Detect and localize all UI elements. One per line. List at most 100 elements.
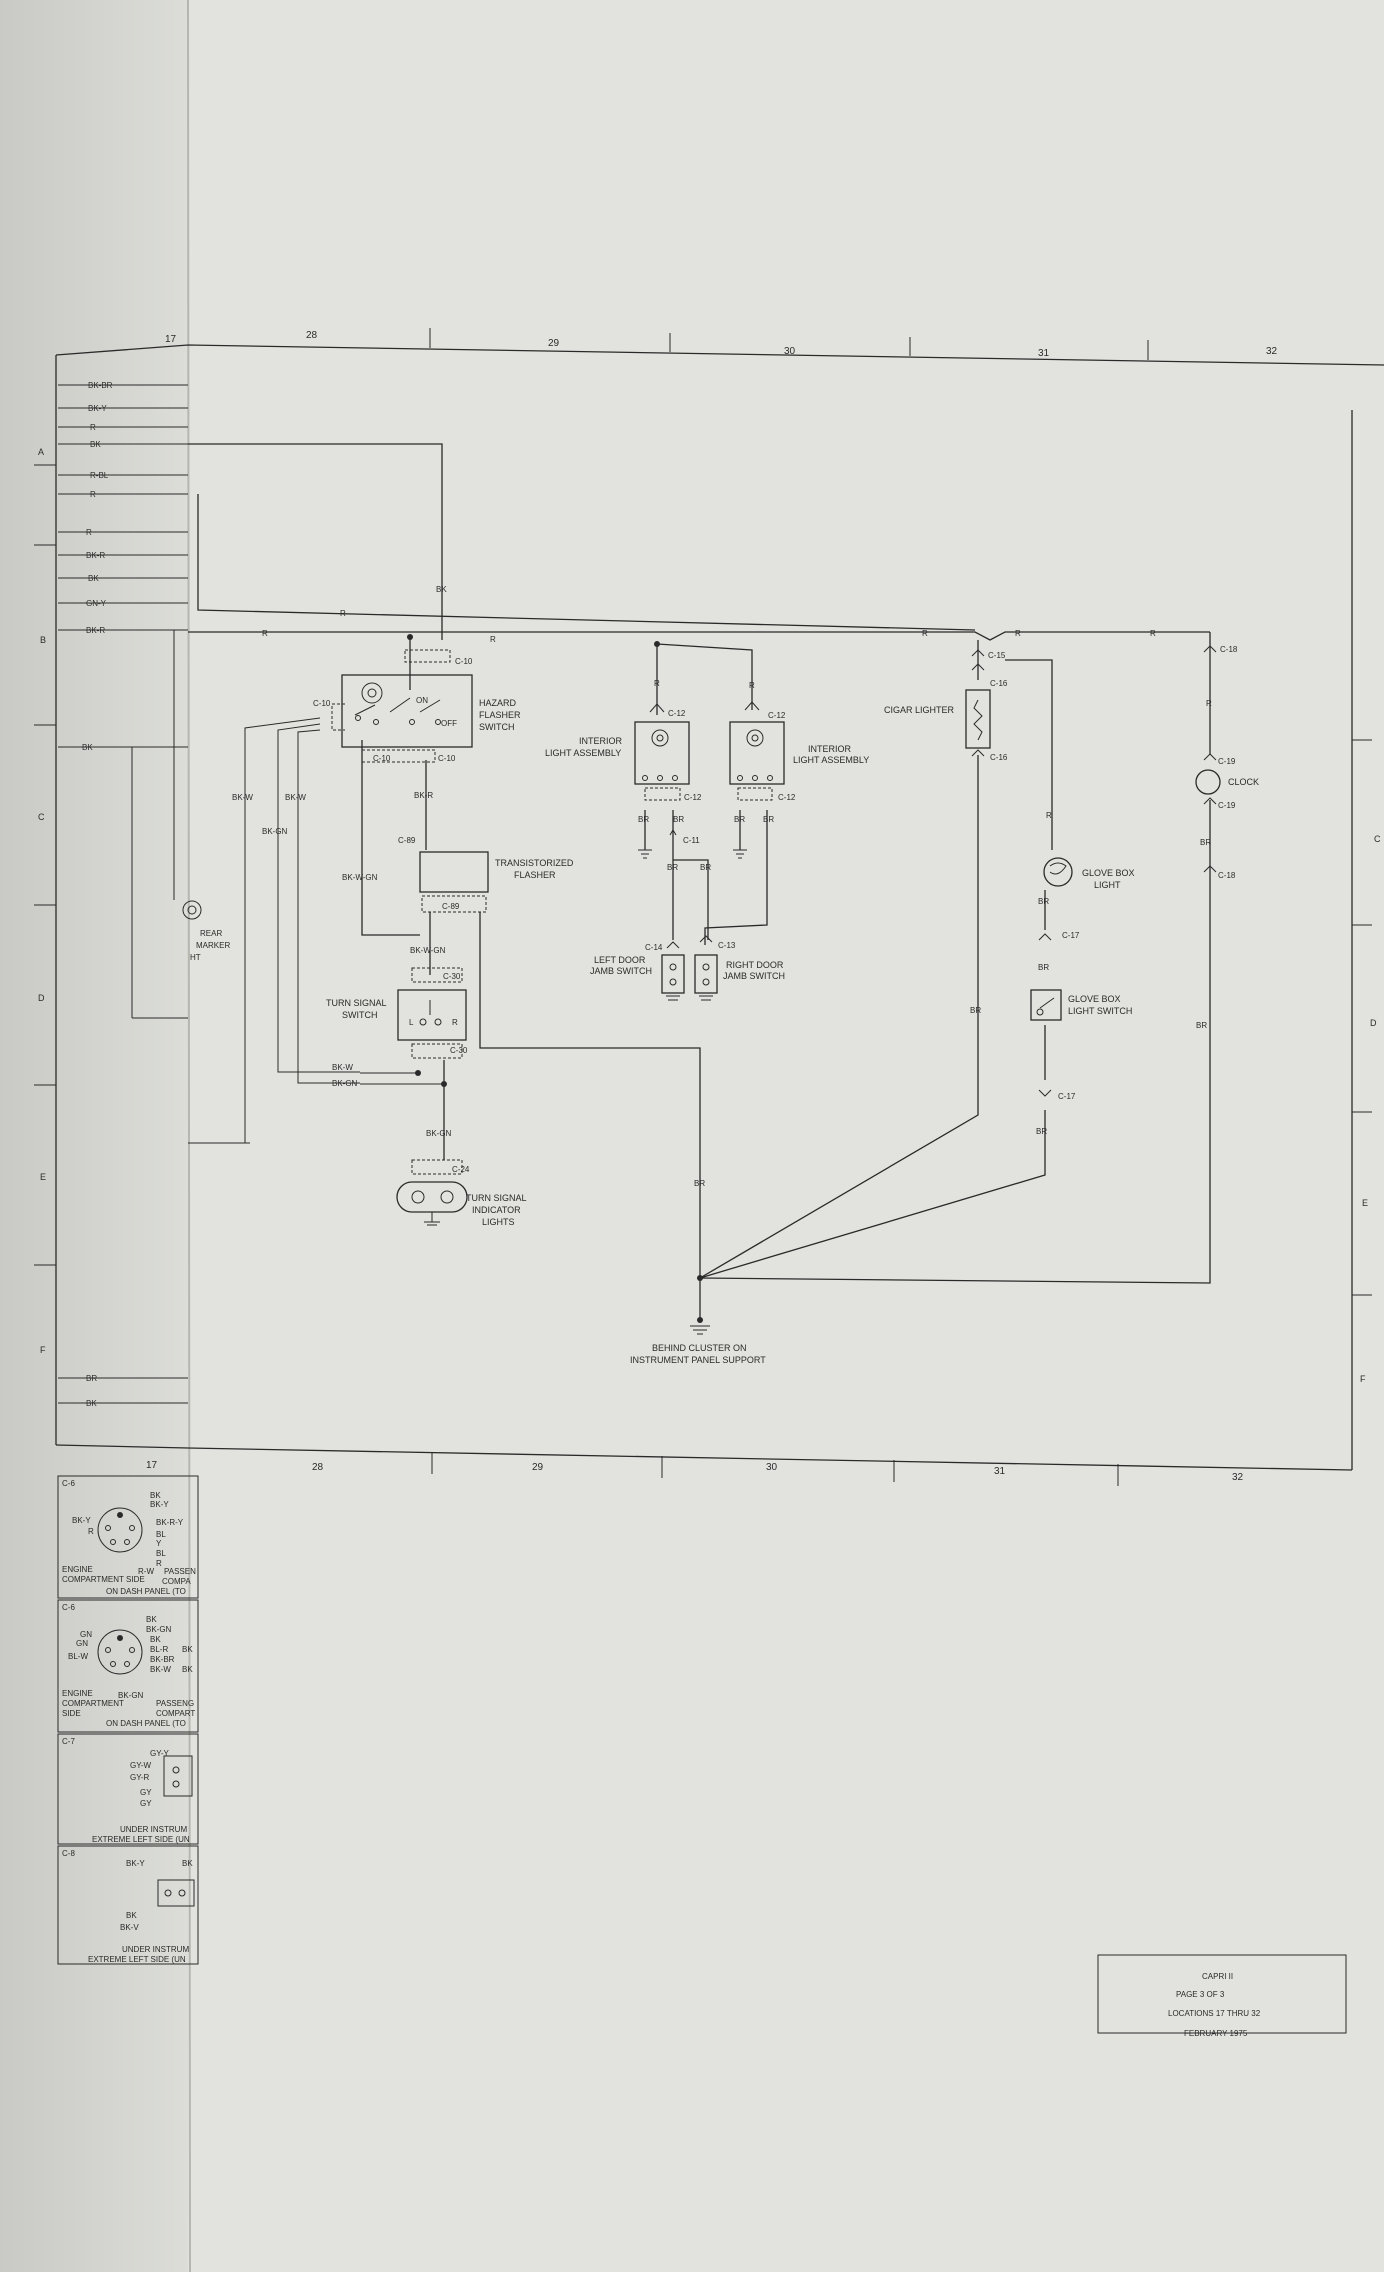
col-label-bottom: 17 [146, 1460, 158, 1471]
connector-caption: UNDER INSTRUM [122, 1945, 189, 1954]
connector-view-c8: C-8 BK-Y BK BK BK-V UNDER INSTRUM EXTREM… [57, 1845, 199, 1965]
connector-label: C-89 [398, 836, 416, 845]
wire-label-bk-w: BK-W [332, 1063, 353, 1072]
wire-label-r: R [1015, 629, 1021, 638]
connector-label: C-30 [443, 972, 461, 981]
connector-label: C-89 [442, 902, 460, 911]
left-wire-label: BK [88, 574, 99, 583]
connector-view-id: C-8 [62, 1849, 75, 1858]
left-wire-label: BK-R [86, 626, 105, 635]
connector-label: C-13 [718, 941, 736, 950]
pin-label: GN [76, 1639, 88, 1648]
indicator-label: LIGHTS [482, 1217, 515, 1227]
wire-label-br: BR [700, 863, 711, 872]
wire-label-br: BR [734, 815, 745, 824]
left-wire-label: BK [86, 1399, 97, 1408]
cigar-lighter: C-15 C-16 CIGAR LIGHTER C-16 [884, 649, 1008, 762]
left-wire-label: BR [86, 1374, 97, 1383]
pin-label: BK-V [120, 1923, 139, 1932]
pin-label: BL-R [150, 1645, 168, 1654]
connector-label: C-19 [1218, 801, 1236, 810]
left-wire-label: R [86, 528, 92, 537]
wire-label-r: R [1150, 629, 1156, 638]
pin-label: BL [156, 1530, 166, 1539]
turn-switch-label: TURN SIGNAL [326, 998, 387, 1008]
connector-view-c6-b: C-6 BK BK-GN GN GN BK BL-W BL-R BK-BR BK… [57, 1599, 199, 1733]
row-label-left: A [38, 447, 44, 457]
col-label-top: 29 [548, 338, 560, 349]
row-label-left: F [40, 1345, 46, 1355]
wire-label-br: BR [1200, 838, 1211, 847]
right-door-label: RIGHT DOOR [726, 960, 784, 970]
row-label-right: F [1360, 1374, 1366, 1384]
wire-label-r: R [490, 635, 496, 644]
clock-label: CLOCK [1228, 777, 1259, 787]
pin-label: R [156, 1559, 162, 1568]
wire-label-r: R [749, 681, 755, 690]
wire-label-br: BR [1036, 1127, 1047, 1136]
connector-caption: PASSEN [164, 1567, 196, 1576]
row-label-left: D [38, 993, 45, 1003]
connector-caption: ENGINE [62, 1689, 93, 1698]
connector-label: C-12 [778, 793, 796, 802]
pin-label: BK-BR [150, 1655, 175, 1664]
wire-label-r: R [1046, 811, 1052, 820]
glove-switch-label: LIGHT SWITCH [1068, 1006, 1132, 1016]
pin-label: BL-W [68, 1652, 88, 1661]
pin-label: BK [126, 1911, 137, 1920]
title-date: FEBRUARY 1975 [1184, 2029, 1248, 2038]
interior-right-label: LIGHT ASSEMBLY [793, 755, 869, 765]
connector-caption: EXTREME LEFT SIDE (UN [92, 1835, 190, 1844]
connector-view-c7: C-7 GY-Y GY-W GY-R GY GY UNDER INSTRUM E… [57, 1733, 199, 1845]
hazard-flasher-switch: ON OFF HAZARD FLASHER SWITCH C-10 C-10 C… [313, 649, 521, 763]
connector-caption: COMPARTMENT SIDE [62, 1575, 145, 1584]
wire-label-br: BR [1038, 963, 1049, 972]
wire-label-r: R [1206, 699, 1212, 708]
rear-marker-label: HT [190, 953, 201, 962]
wire-label-bk-gn: BK-GN [262, 827, 288, 836]
col-label-top: 17 [165, 334, 177, 345]
connector-view-id: C-6 [62, 1603, 75, 1612]
left-door-jamb-switch: C-14 LEFT DOOR JAMB SWITCH [590, 941, 685, 1001]
wire-label-bk-w-gn: BK-W-GN [342, 873, 378, 882]
title-block: CAPRI II PAGE 3 OF 3 LOCATIONS 17 THRU 3… [1097, 1954, 1347, 2038]
wire-label-r: R [340, 609, 346, 618]
title-page: PAGE 3 OF 3 [1176, 1990, 1225, 1999]
diagram-border [34, 328, 1384, 1486]
grid-labels: 17 28 29 30 31 32 17 28 29 30 31 32 A B … [38, 330, 1381, 1483]
connector-label: C-15 [988, 651, 1006, 660]
wire-label-r: R [654, 679, 660, 688]
connector-caption: EXTREME LEFT SIDE (UN [88, 1955, 186, 1964]
turn-signal-indicator-lights: C-24 TURN SIGNAL INDICATOR LIGHTS [396, 1159, 527, 1227]
wire-label-br: BR [638, 815, 649, 824]
hazard-label: SWITCH [479, 722, 515, 732]
connector-label: C-17 [1058, 1092, 1076, 1101]
title-locations: LOCATIONS 17 THRU 32 [1168, 2009, 1261, 2018]
indicator-label: INDICATOR [472, 1205, 521, 1215]
hazard-label: FLASHER [479, 710, 521, 720]
connector-label: C-10 [438, 754, 456, 763]
glove-light-label: GLOVE BOX [1082, 868, 1135, 878]
wire-label-r: R [922, 629, 928, 638]
connector-label: C-16 [990, 679, 1008, 688]
connector-label: C-11 [683, 836, 700, 845]
col-label-top: 31 [1038, 348, 1050, 359]
interior-light-left: C-12 C-12 INTERIOR LIGHT ASSEMBLY C-11 [545, 703, 702, 859]
interior-left-label: LIGHT ASSEMBLY [545, 748, 621, 758]
back-page [0, 0, 190, 2272]
wire-label-bk-gn: BK-GN [332, 1079, 358, 1088]
cigar-label: CIGAR LIGHTER [884, 705, 955, 715]
connector-view-id: C-6 [62, 1479, 75, 1488]
left-wire-label: R [90, 490, 96, 499]
wire-label-br: BR [694, 1179, 705, 1188]
connector-label: C-18 [1218, 871, 1236, 880]
pin-label: BL [156, 1549, 166, 1558]
col-label-top: 30 [784, 346, 796, 357]
row-label-left: B [40, 635, 46, 645]
wire-label-bk-w-gn: BK-W-GN [410, 946, 446, 955]
connector-caption: ENGINE [62, 1565, 93, 1574]
pin-label: BK [150, 1635, 161, 1644]
connector-label: C-16 [990, 753, 1008, 762]
row-label-left: C [38, 812, 45, 822]
connector-caption: UNDER INSTRUM [120, 1825, 187, 1834]
